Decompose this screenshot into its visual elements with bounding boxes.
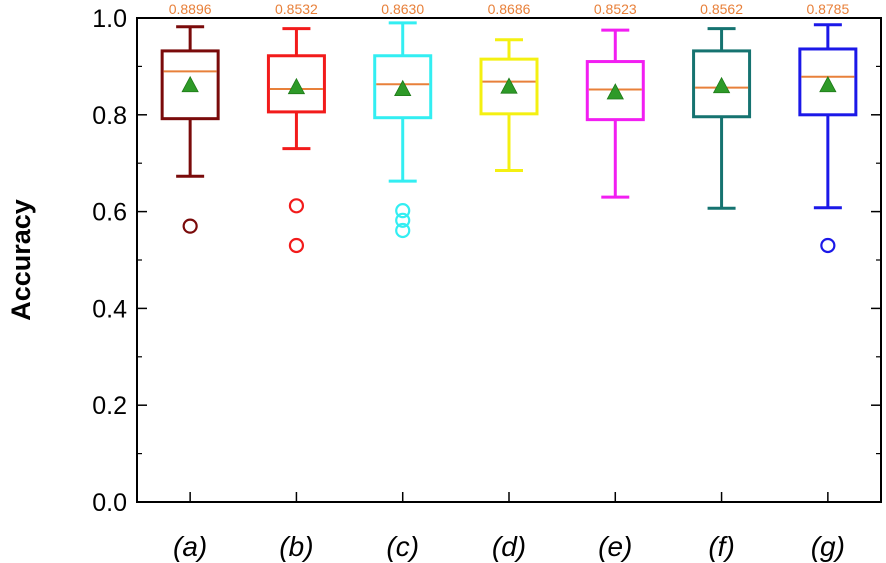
y-axis-label: Accuracy bbox=[6, 199, 36, 321]
outlier-point bbox=[395, 212, 411, 228]
median-value-label: 0.8630 bbox=[381, 1, 424, 17]
mean-marker bbox=[394, 79, 412, 97]
median-value-label: 0.8562 bbox=[700, 1, 743, 17]
box-iqr bbox=[373, 54, 433, 120]
box-iqr bbox=[160, 49, 220, 121]
outlier-point bbox=[288, 198, 305, 214]
x-tick-label: (d) bbox=[492, 531, 526, 562]
x-tick-label: (e) bbox=[598, 531, 632, 562]
box-group: 0.8532 bbox=[266, 1, 326, 254]
box-group: 0.8896 bbox=[160, 1, 220, 234]
mean-marker bbox=[500, 77, 518, 94]
median-value-label: 0.8896 bbox=[169, 1, 212, 17]
box-iqr bbox=[585, 60, 645, 122]
box-group: 0.8686 bbox=[479, 1, 539, 172]
x-tick-label: (a) bbox=[173, 531, 207, 562]
mean-marker bbox=[181, 75, 199, 93]
y-tick-label: 0.0 bbox=[92, 489, 127, 517]
outlier-point bbox=[395, 203, 411, 219]
outlier-point bbox=[820, 237, 836, 254]
mean-marker bbox=[712, 76, 731, 94]
median-value-label: 0.8523 bbox=[594, 1, 637, 17]
box-group: 0.8562 bbox=[692, 1, 752, 210]
median-value-label: 0.8686 bbox=[488, 1, 531, 17]
outlier-point bbox=[182, 218, 198, 234]
x-tick-label: (f) bbox=[708, 531, 734, 562]
box-iqr bbox=[798, 47, 858, 117]
axes: 0.0 0.2 0.4 0.6 0.8 1.0 (a) (b) (c) (d) (e) (f) (g) bbox=[92, 5, 881, 562]
box-group: 0.8630 bbox=[373, 1, 433, 239]
y-tick-label: 0.4 bbox=[92, 295, 127, 323]
mean-marker bbox=[287, 77, 306, 95]
plot-border bbox=[136, 17, 882, 503]
y-tick-label: 0.2 bbox=[92, 392, 127, 420]
box-group: 0.8523 bbox=[585, 1, 645, 199]
mean-marker bbox=[819, 75, 837, 93]
plot-frame bbox=[136, 17, 882, 503]
outlier-point bbox=[395, 222, 411, 239]
box-iqr bbox=[266, 54, 326, 114]
box-iqr bbox=[479, 57, 539, 116]
x-tick-label: (g) bbox=[811, 531, 845, 562]
y-tick-label: 0.6 bbox=[92, 199, 127, 227]
median-value-label: 0.8532 bbox=[275, 1, 318, 17]
boxes: 0.8896 0.8532 0.8630 0.8686 0.8523 0.8562 0.87… bbox=[160, 1, 858, 254]
x-tick-label: (c) bbox=[386, 531, 419, 562]
box-group: 0.8785 bbox=[798, 1, 858, 254]
mean-marker bbox=[606, 83, 624, 100]
x-tick-label: (b) bbox=[279, 531, 313, 562]
outlier-point bbox=[288, 237, 305, 254]
y-tick-label: 1.0 bbox=[92, 5, 127, 33]
y-tick-label: 0.8 bbox=[92, 102, 127, 130]
median-value-label: 0.8785 bbox=[806, 1, 849, 17]
box-iqr bbox=[692, 49, 752, 119]
